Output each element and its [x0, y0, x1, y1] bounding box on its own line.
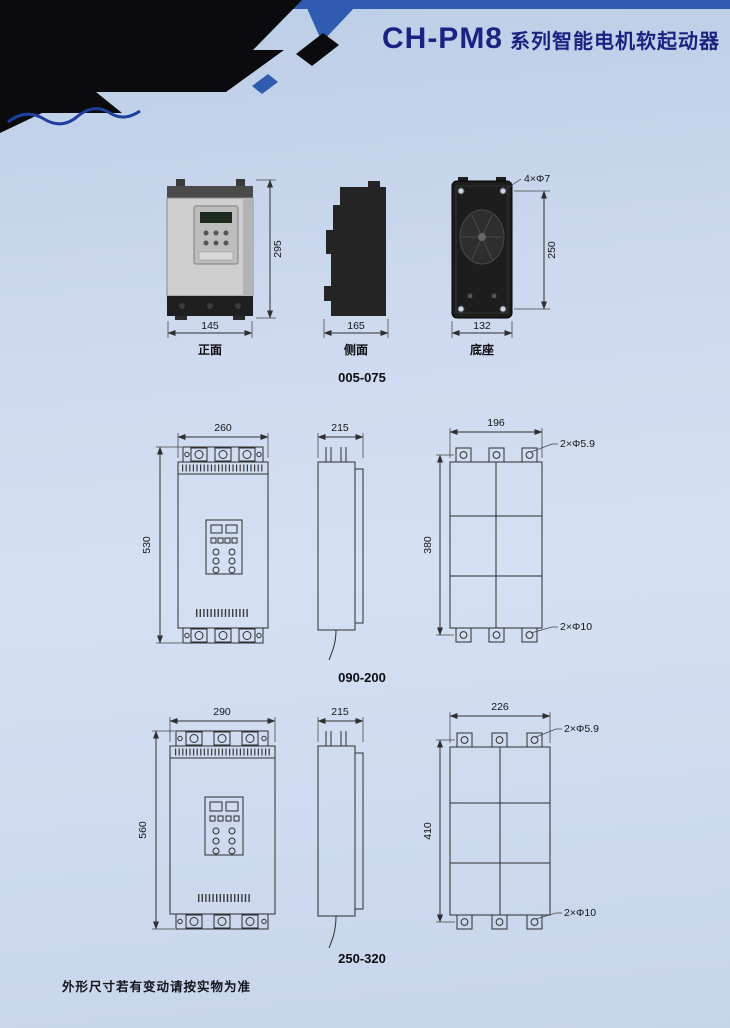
- dim-rear-width: 226: [491, 701, 509, 713]
- page-title: CH-PM8 系列智能电机软起动器: [382, 22, 720, 56]
- side-view-drawing: [317, 447, 364, 661]
- dim-rear-hole-span: 380: [422, 536, 434, 554]
- base-holes-callout: 4×Φ7: [524, 173, 550, 185]
- dim-front-width: 145: [201, 320, 219, 332]
- front-view-drawing: [169, 730, 276, 930]
- dim-side-depth: 215: [331, 706, 349, 718]
- dim-rear-hole-span: 410: [422, 822, 434, 840]
- rear-holes-top-callout: 2×Φ5.9: [564, 723, 599, 735]
- rear-holes-bottom-callout: 2×Φ10: [560, 621, 592, 633]
- dim-rear-width: 196: [487, 417, 505, 429]
- header-blue-accent: [306, 6, 356, 42]
- front-view-photo: [166, 179, 254, 320]
- range-label-250-320: 250-320: [338, 951, 386, 966]
- rear-view-drawing: [449, 447, 543, 643]
- dim-front-height: 295: [272, 240, 284, 258]
- section-250-320: 290 560 215: [137, 701, 599, 966]
- logo-script-decoration: [7, 107, 141, 126]
- dim-base-height: 250: [546, 241, 558, 259]
- base-view-label: 底座: [470, 342, 494, 357]
- header-blue-diamond: [252, 74, 278, 94]
- dim-front-width: 260: [214, 422, 232, 434]
- page-title-text: 系列智能电机软起动器: [510, 31, 720, 53]
- side-view-label: 侧面: [344, 342, 368, 357]
- dim-front-height: 530: [141, 536, 153, 554]
- front-view-drawing: [177, 446, 269, 644]
- side-view-photo: [324, 181, 386, 316]
- footer-note: 外形尺寸若有变动请按实物为准: [62, 980, 252, 994]
- rear-holes-top-callout: 2×Φ5.9: [560, 438, 595, 450]
- header-decoration: [0, 0, 730, 133]
- dim-front-width: 290: [213, 706, 231, 718]
- rear-holes-bottom-callout: 2×Φ10: [564, 907, 596, 919]
- base-view-photo: [451, 177, 513, 319]
- page-title-model: CH-PM8: [381, 22, 503, 55]
- range-label-090-200: 090-200: [338, 670, 386, 685]
- dim-side-depth: 215: [331, 422, 349, 434]
- side-view-drawing: [317, 731, 364, 949]
- dim-base-width: 132: [473, 320, 491, 332]
- header-black-diamond: [296, 33, 339, 66]
- rear-view-drawing: [449, 732, 551, 930]
- section-090-200: 260 530 215: [141, 417, 595, 685]
- dim-front-height: 560: [137, 821, 149, 839]
- dim-side-depth: 165: [347, 320, 365, 332]
- front-view-label: 正面: [198, 343, 222, 357]
- range-label-005-075: 005-075: [338, 370, 386, 385]
- section-005-075: 295 145 正面 165 侧面: [166, 173, 558, 385]
- header-black-shape: [0, 0, 302, 133]
